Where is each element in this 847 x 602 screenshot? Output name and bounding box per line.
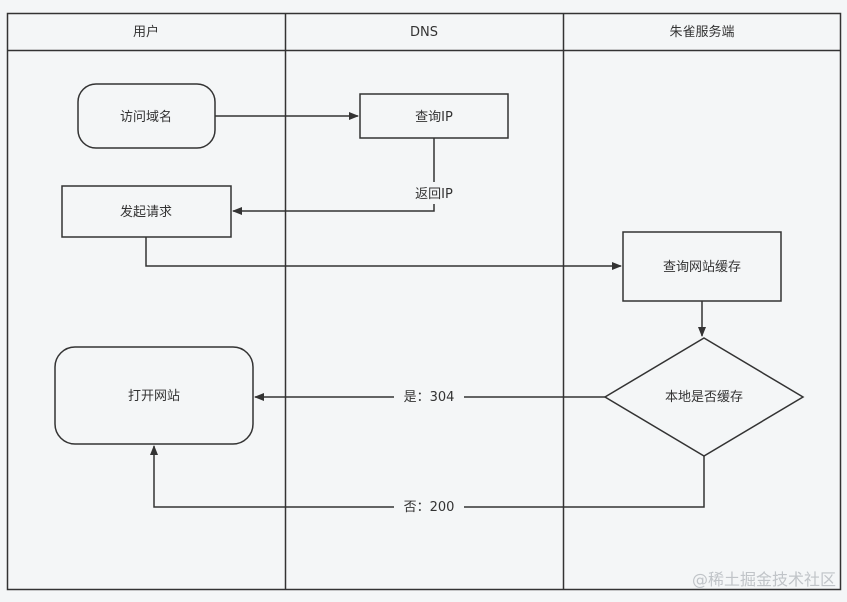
node-query-cache [622,231,782,302]
node-query-cache-label: 查询网站缓存 [663,260,741,275]
node-visit-domain-label: 访问域名 [120,109,172,125]
lane-header-server: 朱雀服务端 [669,24,734,40]
edge-return-ip [232,138,435,215]
edge-no-200-label: 否：200 [404,500,455,515]
edge-no-200-label-bg [394,496,464,518]
node-query-ip [359,93,509,139]
edge-request-to-cache [145,237,622,270]
node-open-site [54,346,254,445]
node-query-ip-label: 查询IP [415,110,453,125]
node-open-site-label: 打开网站 [128,389,180,404]
watermark: @稀土掘金技术社区 [692,570,836,589]
edge-return-ip-label-bg [408,182,460,204]
edge-yes-304-label-bg [394,386,464,408]
edge-yes-304-label: 是：304 [404,390,455,405]
lane-header-user: 用户 [133,24,159,40]
lane-header-dns: DNS [410,25,438,40]
node-send-request [61,185,232,238]
node-local-cache-label: 本地是否缓存 [665,390,743,405]
edge-return-ip-label: 返回IP [415,187,453,202]
node-send-request-label: 发起请求 [120,204,172,220]
